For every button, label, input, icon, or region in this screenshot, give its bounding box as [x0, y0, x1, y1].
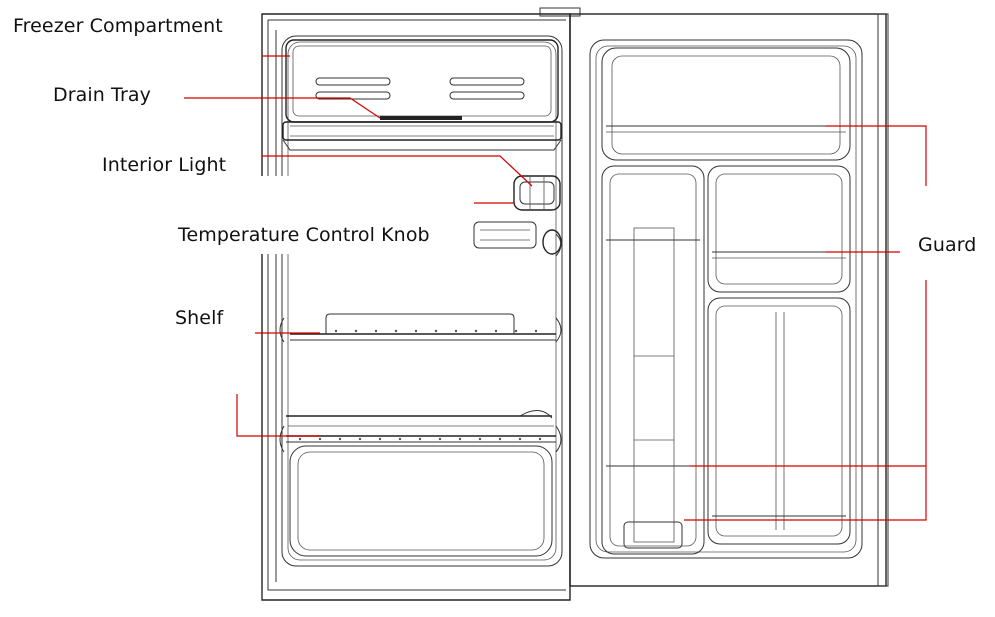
- cabinet-body: [261, 7, 581, 601]
- label-guard: Guard: [900, 186, 995, 280]
- shelf-drawing: [290, 313, 556, 341]
- label-temperature-control-knob: Temperature Control Knob: [174, 176, 469, 254]
- door-bin-right-low: [707, 297, 851, 545]
- leader-interior-light: [262, 155, 533, 187]
- door-bin-right-mid: [707, 165, 851, 293]
- label-interior-light: Interior Light: [102, 154, 227, 176]
- interior-liner: [281, 35, 563, 567]
- leader-drain-tray: [184, 97, 381, 119]
- crisper-drawing: [286, 410, 556, 557]
- door-bin-left-tall: [601, 165, 705, 555]
- leader-guard-low: [684, 280, 927, 521]
- door-drawing: [569, 13, 889, 587]
- shelf-supports: [279, 233, 562, 453]
- leader-guard-top: [826, 125, 927, 186]
- freezer-compartment-drawing: [285, 39, 559, 123]
- leader-crisper: [236, 394, 320, 437]
- label-shelf: Shelf: [175, 307, 224, 329]
- label-freezer-compartment: Freezer Compartment: [13, 15, 223, 37]
- door-bin-top: [601, 47, 851, 161]
- leader-lines: [184, 55, 927, 521]
- temperature-knob-drawing: [473, 221, 562, 255]
- label-drain-tray: Drain Tray: [53, 84, 151, 106]
- interior-light-drawing: [513, 175, 561, 211]
- drain-tray-drawing: [282, 121, 562, 151]
